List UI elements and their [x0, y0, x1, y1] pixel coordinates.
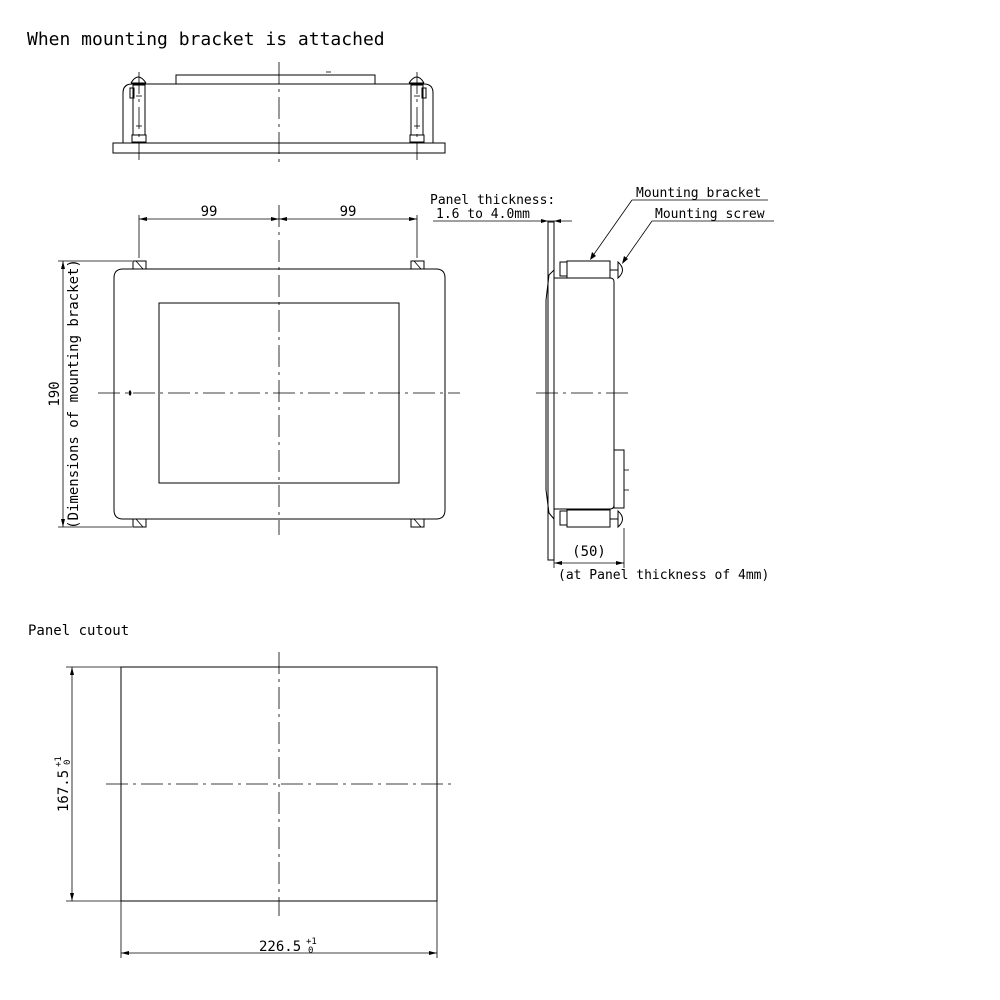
dim-left-99: 99 — [201, 204, 218, 220]
panel-cutout-title: Panel cutout — [28, 623, 129, 639]
front-bracket-bl — [132, 518, 147, 528]
side-view: Panel thickness: 1.6 to 4.0mm Mounting b… — [430, 186, 774, 583]
bracket-view-title: When mounting bracket is attached — [27, 29, 385, 50]
depth-note: (at Panel thickness of 4mm) — [558, 568, 769, 583]
status-led-icon — [128, 390, 132, 396]
cutout-view: 167.5 +1 0 226.5 +1 0 — [54, 652, 452, 958]
front-bracket-tl — [132, 260, 147, 270]
panel-thickness-value: 1.6 to 4.0mm — [436, 207, 530, 222]
mounting-bracket-label: Mounting bracket — [636, 186, 761, 201]
cutout-height-tol-lower: 0 — [63, 760, 73, 765]
top-right-bracket — [408, 76, 427, 143]
cutout-width-tol-upper: +1 — [306, 937, 317, 947]
front-bracket-tr — [410, 260, 425, 270]
panel-section — [547, 221, 555, 561]
side-top-bracket — [559, 260, 623, 280]
front-bracket-br — [410, 518, 425, 528]
cutout-height-value: 167.5 — [56, 770, 72, 812]
dim-height-190: 190 — [47, 381, 63, 406]
panel-thickness-label: Panel thickness: — [430, 193, 555, 208]
mounting-screw-label: Mounting screw — [655, 207, 765, 222]
cutout-width-tol-lower: 0 — [308, 946, 313, 956]
cutout-width-value: 226.5 — [259, 939, 301, 955]
front-view: 99 99 190 (Dimensions of mounting bracke… — [47, 204, 460, 535]
dim-right-99: 99 — [340, 204, 357, 220]
dim-height-note: (Dimensions of mounting bracket) — [66, 259, 82, 529]
side-bottom-bracket — [559, 509, 623, 529]
top-left-bracket — [129, 76, 147, 143]
top-view — [112, 62, 446, 165]
cutout-height-dimension: 167.5 +1 0 — [54, 756, 73, 812]
cutout-height-tol-upper: +1 — [54, 756, 64, 767]
depth-value: (50) — [572, 544, 606, 560]
